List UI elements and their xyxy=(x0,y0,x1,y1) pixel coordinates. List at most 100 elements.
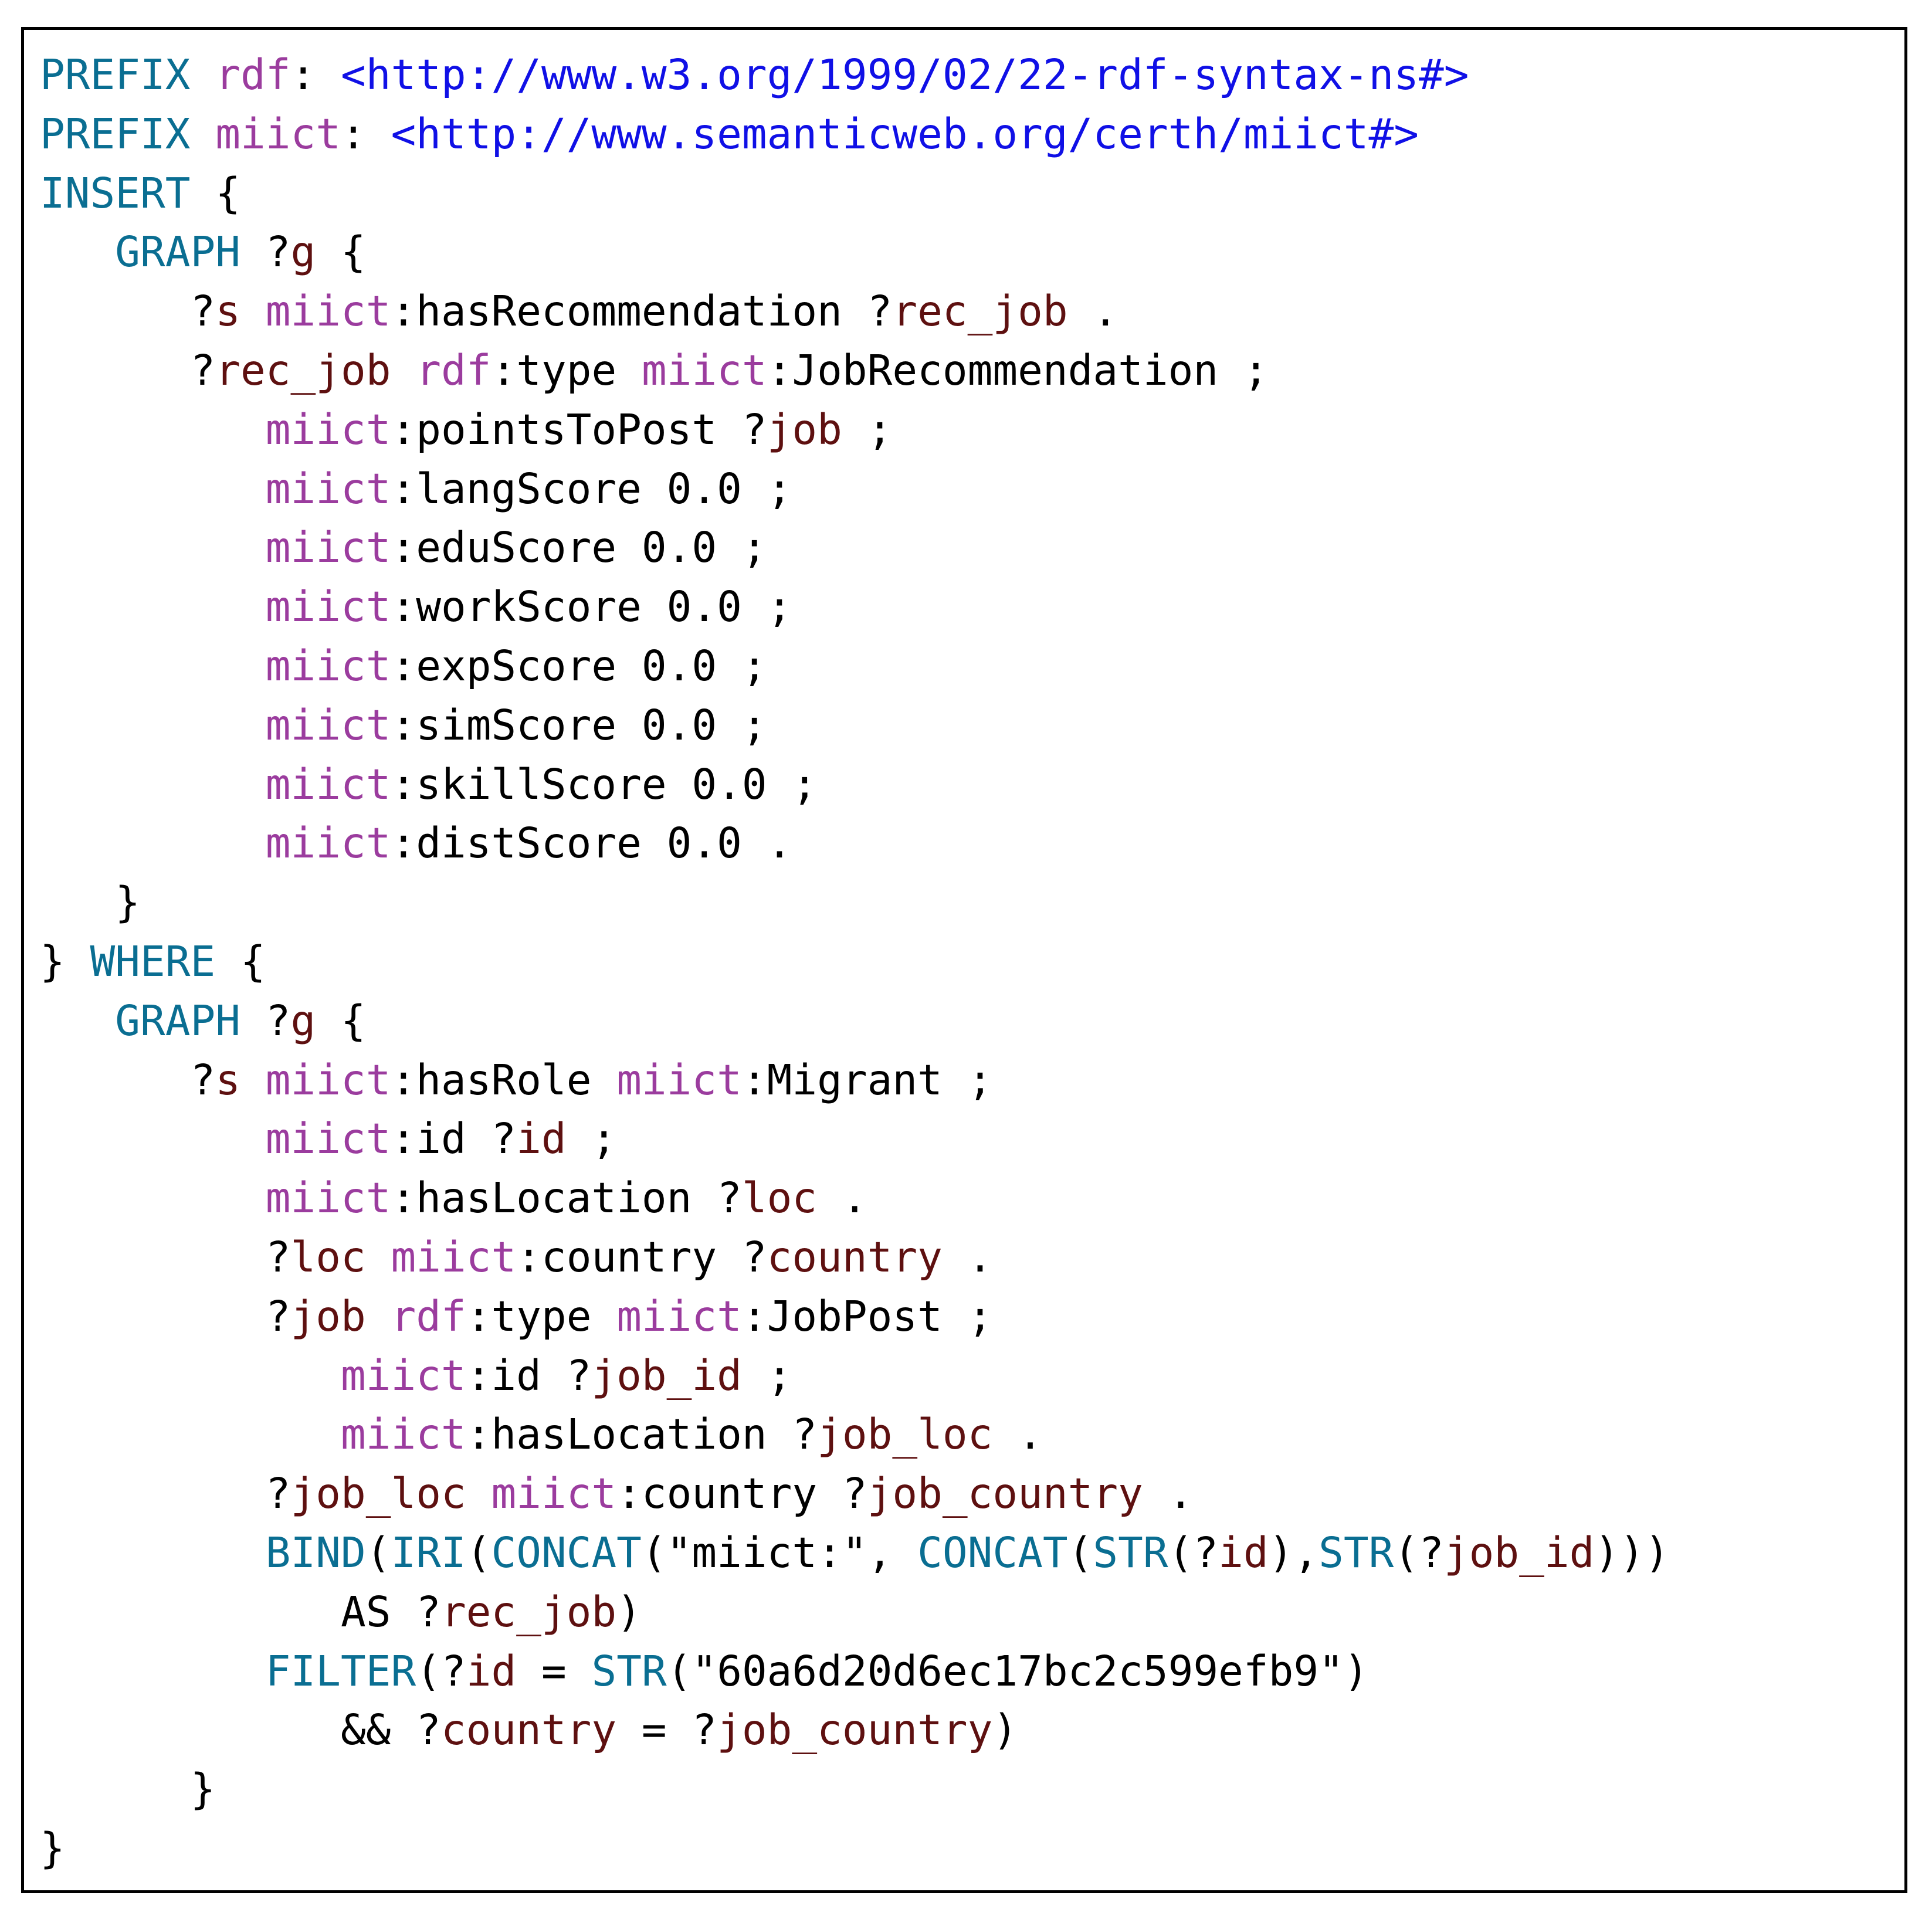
code-text xyxy=(40,228,115,276)
code-text: } xyxy=(40,878,140,927)
code-text: = xyxy=(516,1646,592,1696)
code-text: :eduScore 0.0 ; xyxy=(391,523,767,572)
code-text: ))) xyxy=(1594,1528,1670,1577)
code-text: && ? xyxy=(40,1706,441,1755)
code-text xyxy=(40,1351,341,1400)
code-text: ; xyxy=(566,1114,617,1164)
code-text: :hasRecommendation ? xyxy=(391,287,893,336)
keyword-token: FILTER xyxy=(265,1646,416,1696)
code-text xyxy=(40,1174,266,1222)
code-text: :country ? xyxy=(616,1469,867,1518)
code-line: miict:distScore 0.0 . xyxy=(40,814,1670,873)
code-text: :type xyxy=(466,1291,617,1341)
prefix-token: miict xyxy=(265,760,391,809)
code-text: . xyxy=(942,1232,993,1281)
variable-token: g xyxy=(290,996,316,1045)
code-line: PREFIX miict: <http://www.semanticweb.or… xyxy=(40,105,1670,164)
variable-token: s xyxy=(215,1055,240,1104)
code-text xyxy=(40,465,266,513)
code-text: ) xyxy=(992,1706,1018,1755)
code-text: :expScore 0.0 ; xyxy=(391,641,767,690)
code-text: ? xyxy=(40,1055,216,1104)
variable-token: job_country xyxy=(717,1706,993,1755)
code-line: AS ?rec_job) xyxy=(40,1583,1670,1642)
code-text: :id ? xyxy=(391,1114,517,1164)
code-line: ?job rdf:type miict:JobPost ; xyxy=(40,1287,1670,1347)
code-text: ? xyxy=(240,996,291,1045)
code-line: ?job_loc miict:country ?job_country . xyxy=(40,1464,1670,1524)
variable-token: job_id xyxy=(1443,1528,1595,1577)
variable-token: job_loc xyxy=(817,1410,993,1459)
code-text: ? xyxy=(40,345,216,395)
code-text: :country ? xyxy=(516,1232,767,1281)
keyword-token: INSERT xyxy=(40,168,191,218)
iri-token: <http://www.semanticweb.org/certh/miict#… xyxy=(391,109,1419,158)
code-text xyxy=(40,1114,266,1163)
variable-token: job xyxy=(767,405,842,454)
code-text xyxy=(40,523,266,572)
code-text xyxy=(40,1410,341,1459)
code-text: . xyxy=(992,1410,1043,1459)
code-text: } xyxy=(40,1823,65,1873)
code-text: ( xyxy=(365,1528,391,1577)
variable-token: loc xyxy=(741,1174,818,1223)
prefix-token: miict xyxy=(265,1055,391,1104)
code-line: FILTER(?id = STR("60a6d20d6ec17bc2c599ef… xyxy=(40,1642,1670,1701)
prefix-token: miict xyxy=(265,464,391,513)
code-text: { xyxy=(316,996,366,1045)
code-text: ; xyxy=(842,405,893,454)
code-text xyxy=(40,1528,266,1577)
code-text: (? xyxy=(1394,1528,1444,1577)
prefix-token: miict xyxy=(265,1174,391,1223)
code-line: INSERT { xyxy=(40,164,1670,223)
prefix-token: miict xyxy=(340,1410,466,1459)
keyword-token: STR xyxy=(1318,1528,1394,1577)
prefix-token: miict xyxy=(265,700,391,750)
code-text: . xyxy=(817,1174,867,1223)
code-text xyxy=(240,1056,266,1104)
iri-token: <http://www.w3.org/1999/02/22-rdf-syntax… xyxy=(340,50,1469,99)
keyword-token: CONCAT xyxy=(917,1528,1068,1577)
code-line: ?rec_job rdf:type miict:JobRecommendatio… xyxy=(40,341,1670,401)
code-text: :hasLocation ? xyxy=(466,1410,818,1459)
code-text: } xyxy=(40,937,90,986)
code-line: miict:skillScore 0.0 ; xyxy=(40,755,1670,815)
code-text: { xyxy=(215,937,266,986)
keyword-token: BIND xyxy=(265,1528,366,1577)
variable-token: id xyxy=(466,1646,517,1696)
code-line: miict:pointsToPost ?job ; xyxy=(40,401,1670,460)
sparql-code-block: PREFIX rdf: <http://www.w3.org/1999/02/2… xyxy=(40,46,1670,1879)
code-text: ? xyxy=(40,1291,291,1341)
prefix-token: miict xyxy=(340,1351,466,1400)
code-line: BIND(IRI(CONCAT("miict:", CONCAT(STR(?id… xyxy=(40,1524,1670,1583)
prefix-token: miict xyxy=(391,1232,517,1281)
code-text xyxy=(391,346,416,395)
code-line: miict:id ?job_id ; xyxy=(40,1347,1670,1406)
code-text: ( xyxy=(466,1528,492,1577)
code-text xyxy=(190,50,215,99)
code-line: miict:expScore 0.0 ; xyxy=(40,637,1670,696)
prefix-token: miict xyxy=(641,345,767,395)
code-text: ) xyxy=(616,1587,642,1636)
code-text xyxy=(240,287,266,335)
keyword-token: STR xyxy=(591,1646,667,1696)
prefix-token: miict xyxy=(616,1055,742,1104)
code-text: ("60a6d20d6ec17bc2c599efb9") xyxy=(666,1646,1369,1696)
prefix-token: miict xyxy=(215,109,341,158)
prefix-token: miict xyxy=(265,405,391,454)
code-text: :JobRecommendation ; xyxy=(767,345,1269,395)
code-line: miict:workScore 0.0 ; xyxy=(40,578,1670,637)
code-line: ?s miict:hasRole miict:Migrant ; xyxy=(40,1051,1670,1110)
keyword-token: IRI xyxy=(391,1528,466,1577)
code-text: :distScore 0.0 . xyxy=(391,819,792,868)
code-text: :langScore 0.0 ; xyxy=(391,464,792,513)
code-text: :id ? xyxy=(466,1351,592,1400)
code-text: :hasLocation ? xyxy=(391,1174,742,1223)
code-text: ("miict:", xyxy=(641,1528,918,1577)
code-text xyxy=(40,760,266,809)
variable-token: job_country xyxy=(867,1469,1143,1518)
prefix-token: miict xyxy=(491,1469,617,1518)
code-line: miict:eduScore 0.0 ; xyxy=(40,518,1670,578)
code-line: miict:langScore 0.0 ; xyxy=(40,460,1670,519)
code-line: PREFIX rdf: <http://www.w3.org/1999/02/2… xyxy=(40,46,1670,105)
